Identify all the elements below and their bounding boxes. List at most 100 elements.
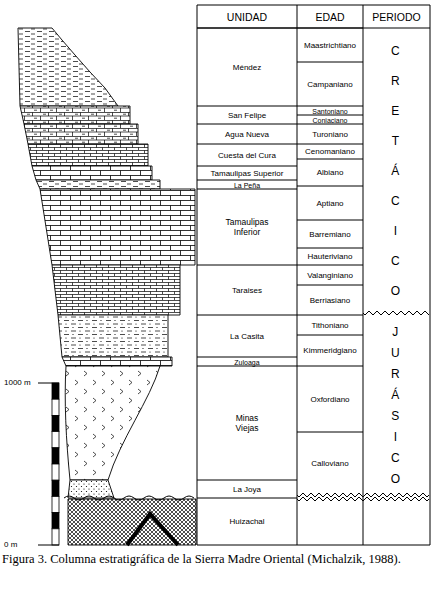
table-rule [297,265,363,266]
column-header: EDAD [298,6,362,28]
table-rule [197,498,297,499]
table-rule [197,366,297,367]
table-cell: Turoniano [298,125,362,144]
table-cell: Campaniano [298,63,362,106]
cell-text: Tamaulipas Superior [211,169,284,178]
table-rule [430,5,431,545]
minas-viejas-unit [65,366,160,480]
tamaulipas-inferior-unit [40,189,195,265]
mendez-unit [18,28,118,106]
unconformity-line [64,496,194,500]
table-rule [297,28,363,29]
table-cell: Minas Viejas [198,367,296,480]
table-cell: Barremiano [298,221,362,248]
taraises-unit [52,265,180,315]
column-header: PERIODO [364,6,429,28]
table-cell: Berriasiano [298,286,362,315]
la-joya-unit [68,480,114,498]
table-cell: Tamaulipas Superior [198,167,296,180]
cell-text: Zuloaga [234,359,259,366]
huizachal-unit [68,499,196,545]
table-rule [197,545,430,546]
table-rule [297,366,363,367]
table-cell: Valanginiano [298,266,362,285]
table-rule [197,265,297,266]
table-rule [197,480,297,481]
table-rule [197,166,297,167]
table-cell: Tithoniano [298,316,362,335]
header-text: PERIODO [372,11,420,23]
cell-text: Santoniano [312,108,347,115]
table-rule [197,5,198,545]
table-cell: Calloviano [298,433,362,495]
table-cell: Taraises [198,266,296,315]
table-rule [197,180,297,181]
cell-text: Valanginiano [307,271,353,280]
table-rule [197,106,297,107]
cell-text: Minas Viejas [227,414,267,434]
scale-bar [38,383,59,545]
cell-text: La Casita [230,332,264,341]
cell-text: Albiano [317,168,344,177]
table-rule [297,106,363,107]
table-cell: Oxfordiano [298,367,362,432]
table-cell: Méndez [198,29,296,106]
unconformity-line [363,311,429,315]
cell-text: Turoniano [312,130,348,139]
table-rule [197,144,297,145]
table-rule [363,5,364,545]
unconformity-line [297,493,429,497]
cell-text: Méndez [233,63,261,72]
cell-text: San Felipe [228,111,266,120]
table-rule [197,315,297,316]
table-cell: Zuloaga [198,358,296,366]
table-rule [297,335,363,336]
table-rule [197,5,430,6]
cell-text: Agua Nueva [225,130,269,139]
cell-text: La Peña [234,182,260,189]
table-cell: Kimmeridgiano [298,336,362,366]
table-cell: Coniaciano [298,116,362,124]
table-rule [297,186,363,187]
period-cell: JURÁSICO [364,317,429,494]
table-rule [297,62,363,63]
cell-text: Tithoniano [311,321,348,330]
cell-text: Taraises [232,286,262,295]
cell-text: Maastrichtiano [304,41,356,50]
cell-text: Cuesta del Cura [218,151,276,160]
cell-text: Coniaciano [312,117,347,124]
header-text: EDAD [315,11,344,23]
cell-text: Barremiano [309,230,350,239]
cell-text: Kimmeridgiano [303,346,356,355]
table-rule [297,144,363,145]
table-rule [297,315,363,316]
table-cell: Cuesta del Cura [198,145,296,166]
cell-text: Aptiano [316,199,343,208]
table-rule [297,285,363,286]
figure-caption: Figura 3. Columna estratigráfica de la S… [2,551,430,569]
table-cell: San Felipe [198,107,296,124]
cuesta-del-cura-unit [28,144,148,166]
cell-text: Campaniano [307,80,352,89]
table-rule [297,124,363,125]
table-cell: Maastrichtiano [298,29,362,62]
table-rule [297,5,298,545]
cell-text: Huizachal [229,517,264,526]
fault-line [127,514,178,545]
table-cell: La Joya [198,481,296,498]
cell-text: Oxfordiano [310,395,349,404]
table-cell: La Casita [198,316,296,357]
table-cell: Aptiano [298,187,362,220]
table-cell: Hauteriviano [298,249,362,265]
cell-text: Calloviano [311,459,348,468]
table-rule [297,432,363,433]
table-rule [297,115,363,116]
scale-label: 1000 m [4,379,31,387]
cell-text: Berriasiano [310,296,350,305]
table-cell: Agua Nueva [198,125,296,144]
table-cell: Huizachal [198,499,296,545]
cell-text: La Joya [233,485,261,494]
